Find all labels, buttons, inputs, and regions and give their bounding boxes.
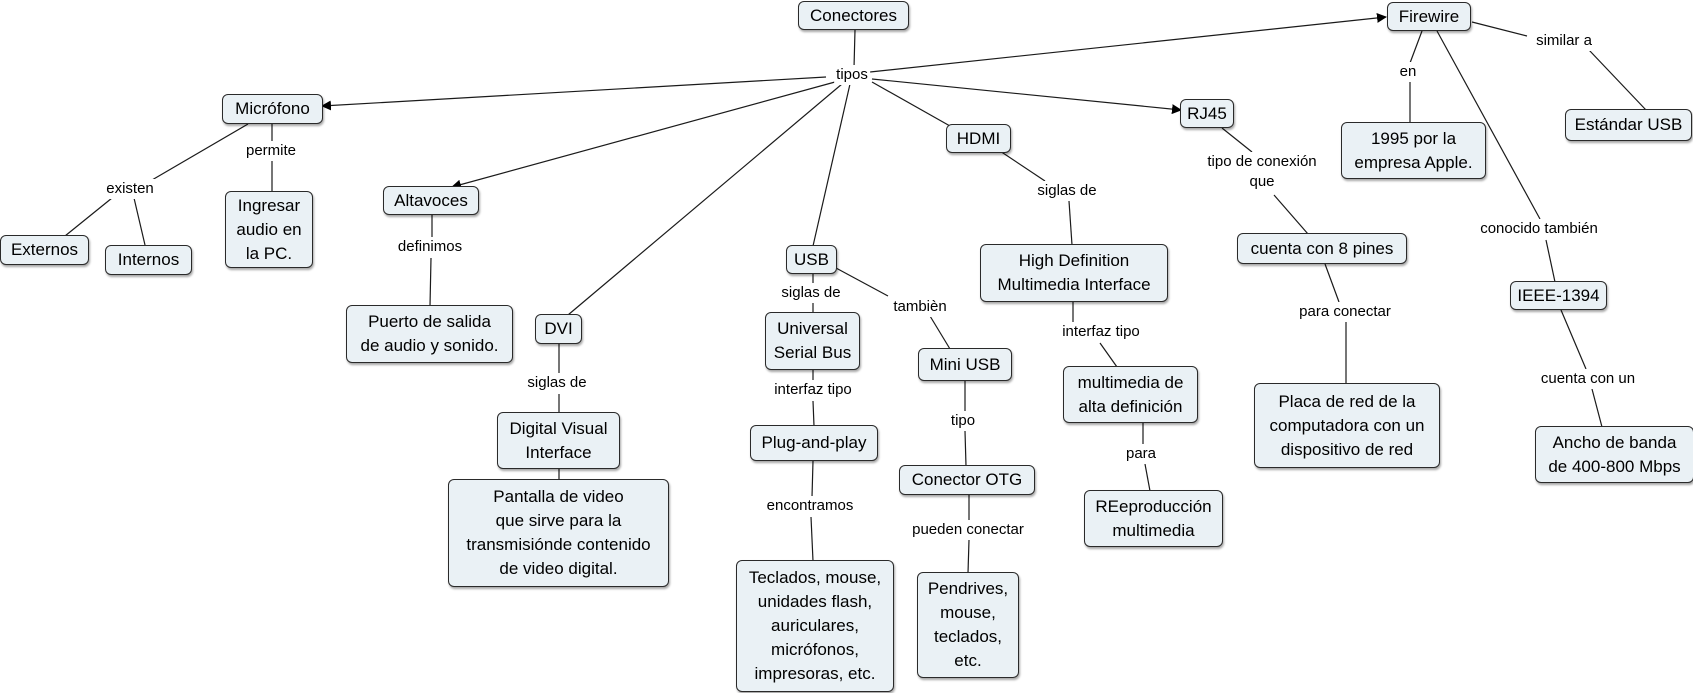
node-universal[interactable]: Universal Serial Bus bbox=[765, 312, 860, 370]
link-conocido: conocido también bbox=[1478, 219, 1600, 239]
edge-tipoconexion-pines bbox=[1273, 194, 1309, 235]
node-reproduccion[interactable]: REeproducción multimedia bbox=[1084, 490, 1223, 547]
edge-microfono-existen bbox=[151, 123, 249, 181]
link-tipo-mini: tipo bbox=[948, 411, 978, 431]
node-dvi[interactable]: DVI bbox=[535, 314, 582, 344]
node-microfono[interactable]: Micrófono bbox=[222, 94, 323, 124]
node-pendrives[interactable]: Pendrives, mouse, teclados, etc. bbox=[917, 572, 1019, 678]
node-mini-usb[interactable]: Mini USB bbox=[918, 348, 1012, 381]
edge-similar-estandar bbox=[1588, 49, 1647, 111]
edge-firewire-similar bbox=[1471, 21, 1528, 37]
edge-tipos-rj45 bbox=[871, 78, 1182, 115]
node-externos[interactable]: Externos bbox=[0, 235, 89, 265]
node-placa[interactable]: Placa de red de la computadora con un di… bbox=[1254, 383, 1440, 468]
node-ieee[interactable]: IEEE-1394 bbox=[1510, 281, 1607, 310]
link-permite: permite bbox=[243, 141, 299, 161]
edge-encontramos-teclados bbox=[810, 516, 814, 562]
node-ocho-pines[interactable]: cuenta con 8 pines bbox=[1237, 233, 1407, 264]
edge-usb-tambien bbox=[835, 267, 889, 297]
edge-plug-encontramos bbox=[811, 460, 814, 498]
edge-siglas-high bbox=[1068, 200, 1073, 246]
link-interfaz-hdmi: interfaz tipo bbox=[1060, 322, 1142, 342]
link-en: en bbox=[1397, 62, 1419, 82]
link-existen: existen bbox=[104, 179, 156, 199]
node-hdmi[interactable]: HDMI bbox=[946, 124, 1011, 153]
node-conectores[interactable]: Conectores bbox=[798, 1, 909, 30]
link-interfaz-usb: interfaz tipo bbox=[772, 380, 854, 400]
edge-pueden-pendrives bbox=[967, 539, 970, 574]
edge-rj45-tipoconexion bbox=[1221, 127, 1253, 153]
node-ingresar[interactable]: Ingresar audio en la PC. bbox=[225, 191, 313, 268]
link-encontramos: encontramos bbox=[764, 496, 856, 516]
edge-tipos-firewire bbox=[869, 12, 1387, 73]
node-otg[interactable]: Conector OTG bbox=[899, 465, 1035, 495]
node-firewire[interactable]: Firewire bbox=[1387, 2, 1471, 31]
link-definimos: definimos bbox=[395, 237, 465, 257]
link-tambien: tambièn bbox=[891, 297, 949, 317]
link-siglas-hdmi: siglas de bbox=[1035, 181, 1099, 201]
edge-tipos-dvi bbox=[567, 83, 843, 316]
edge-existen-externos bbox=[64, 197, 113, 237]
edge-conectores-tipos bbox=[853, 29, 856, 69]
link-para: para bbox=[1123, 444, 1159, 464]
edge-ieee-cuenta bbox=[1560, 309, 1587, 370]
link-tipo-conexion: tipo de conexión que bbox=[1205, 152, 1319, 192]
edge-tipos-usb bbox=[812, 83, 851, 247]
node-plug[interactable]: Plug-and-play bbox=[750, 425, 878, 461]
edge-cuenta-ancho bbox=[1591, 388, 1603, 428]
edge-interfaz-multimedia bbox=[1099, 342, 1118, 368]
edge-firewire-en bbox=[1409, 30, 1423, 64]
edge-firewire-conocido bbox=[1436, 30, 1541, 220]
node-high-def[interactable]: High Definition Multimedia Interface bbox=[980, 244, 1168, 302]
node-multimedia-alta[interactable]: multimedia de alta definición bbox=[1063, 366, 1198, 423]
edge-definimos-puerto bbox=[429, 257, 432, 307]
edge-conocido-ieee bbox=[1545, 239, 1556, 283]
link-cuenta-con: cuenta con un bbox=[1538, 369, 1638, 389]
node-pantalla[interactable]: Pantalla de video que sirve para la tran… bbox=[448, 479, 669, 587]
edge-tipo-otg bbox=[964, 430, 967, 467]
node-apple[interactable]: 1995 por la empresa Apple. bbox=[1341, 122, 1486, 179]
edge-tambien-mini bbox=[929, 315, 951, 350]
link-siglas-dvi: siglas de bbox=[525, 373, 589, 393]
edge-pines-paraconectar bbox=[1324, 263, 1340, 303]
edge-hdmi-siglas bbox=[999, 150, 1046, 182]
node-internos[interactable]: Internos bbox=[105, 245, 192, 275]
link-tipos: tipos bbox=[834, 65, 870, 85]
edge-tipos-hdmi bbox=[871, 81, 951, 127]
edge-tipos-altavoces bbox=[451, 81, 836, 190]
node-puerto[interactable]: Puerto de salida de audio y sonido. bbox=[346, 305, 513, 363]
link-siglas-usb: siglas de bbox=[779, 283, 843, 303]
node-digital-visual[interactable]: Digital Visual Interface bbox=[497, 412, 620, 469]
node-altavoces[interactable]: Altavoces bbox=[383, 186, 479, 215]
link-pueden: pueden conectar bbox=[910, 520, 1026, 540]
edge-para-reproduccion bbox=[1144, 463, 1151, 492]
node-rj45[interactable]: RJ45 bbox=[1180, 99, 1234, 128]
edge-tipos-microfono bbox=[321, 76, 827, 111]
edge-existen-internos bbox=[133, 197, 146, 246]
edge-interfaz-plug bbox=[812, 400, 815, 427]
node-teclados[interactable]: Teclados, mouse, unidades flash, auricul… bbox=[736, 560, 894, 692]
link-para-conectar: para conectar bbox=[1297, 302, 1393, 322]
node-usb[interactable]: USB bbox=[786, 245, 837, 274]
node-ancho[interactable]: Ancho de banda de 400-800 Mbps bbox=[1535, 426, 1693, 483]
node-estandar[interactable]: Estándar USB bbox=[1565, 109, 1692, 141]
link-similar: similar a bbox=[1534, 31, 1594, 51]
